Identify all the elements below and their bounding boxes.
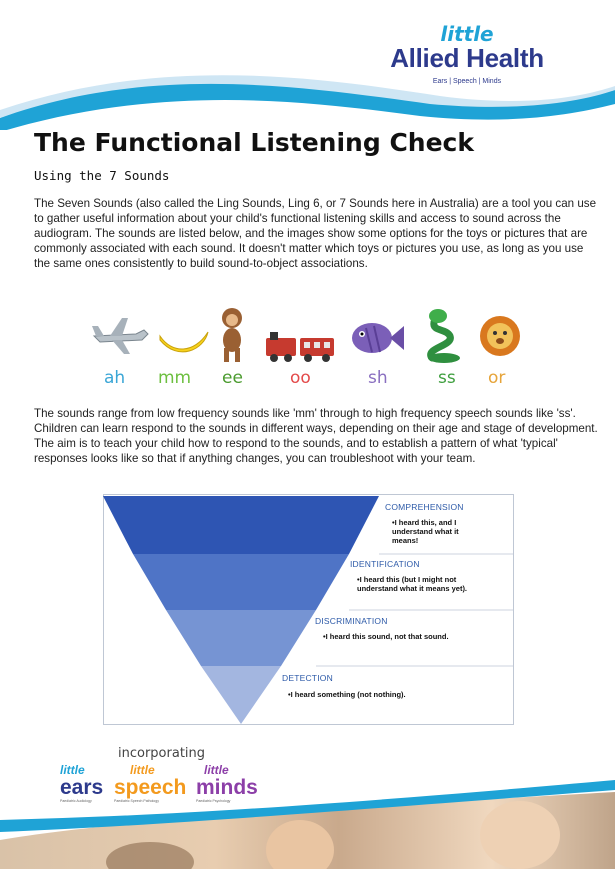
footer-photo-band [0,780,615,869]
pyramid-level-identification [133,554,349,610]
pyramid-level-discrimination [166,610,316,666]
monkey-icon [222,308,242,362]
incorporating-label: incorporating [118,746,206,761]
level-title-detection: DETECTION [282,673,333,683]
brand-subtitle: Paediatric Speech Pathology [114,799,159,803]
level-text-comprehension: •I heard this, and I understand what it … [392,518,459,545]
body-paragraph: The sounds range from low frequency soun… [34,407,598,465]
logo-main-word: Allied Health [390,43,544,73]
level-line: •I heard this (but I might not [357,575,457,584]
airplane-icon [92,318,149,354]
level-line: understand what it means yet). [357,584,468,593]
banana-icon [159,331,209,353]
pyramid-level-comprehension [103,496,379,554]
child-face-photo [480,801,560,869]
brand-little-minds: little minds Paediatric Psychology [196,763,258,804]
logo-small-word: little [440,22,494,46]
pyramid-level-detection [201,666,281,724]
brand-big-word: ears [60,776,104,799]
sound-label-ss: ss [438,368,456,388]
level-line: •I heard this sound, not that sound. [323,632,449,641]
child-face-photo [266,820,334,869]
snake-icon [427,309,460,363]
level-text-discrimination: •I heard this sound, not that sound. [323,632,449,641]
level-title-comprehension: COMPREHENSION [385,502,464,512]
level-line: understand what it [392,527,459,536]
sound-label-ee: ee [222,368,243,388]
sound-label-oo: oo [290,368,311,388]
brand-logo: little Allied Health Ears | Speech | Min… [367,24,567,85]
brand-small-word: little [204,763,229,777]
brand-little-speech: little speech Paediatric Speech Patholog… [114,763,187,804]
sound-icons [92,308,520,363]
sound-label-sh: sh [368,368,388,388]
brand-subtitle: Paediatric Audiology [60,799,92,803]
brand-small-word: little [60,763,85,777]
train-icon [266,332,334,362]
page-title: The Functional Listening Check [34,128,474,157]
fish-icon [352,323,404,353]
level-text-identification: •I heard this (but I might not understan… [357,575,467,593]
level-line: means! [392,536,419,545]
child-hair-photo [106,842,194,869]
lion-icon [480,316,520,356]
level-text-detection: •I heard something (not nothing). [288,690,406,699]
brand-small-word: little [130,763,155,777]
brand-little-ears: little ears Paediatric Audiology [60,763,104,804]
brand-big-word: minds [196,776,258,799]
sound-label-mm: mm [158,368,192,388]
brand-subtitle: Paediatric Psychology [196,799,231,803]
header-wave [0,75,615,130]
sound-label-or: or [488,368,506,388]
footer-wave [0,780,615,832]
listening-hierarchy-pyramid [103,494,514,725]
logo-tagline: Ears | Speech | Minds [432,78,502,85]
page-subtitle: Using the 7 Sounds [34,168,170,183]
level-line: •I heard something (not nothing). [288,690,406,699]
level-title-discrimination: DISCRIMINATION [315,616,388,626]
level-title-identification: IDENTIFICATION [350,559,420,569]
sound-label-ah: ah [104,368,126,388]
level-line: •I heard this, and I [392,518,457,527]
intro-paragraph: The Seven Sounds (also called the Ling S… [34,197,597,270]
brand-big-word: speech [114,776,187,799]
